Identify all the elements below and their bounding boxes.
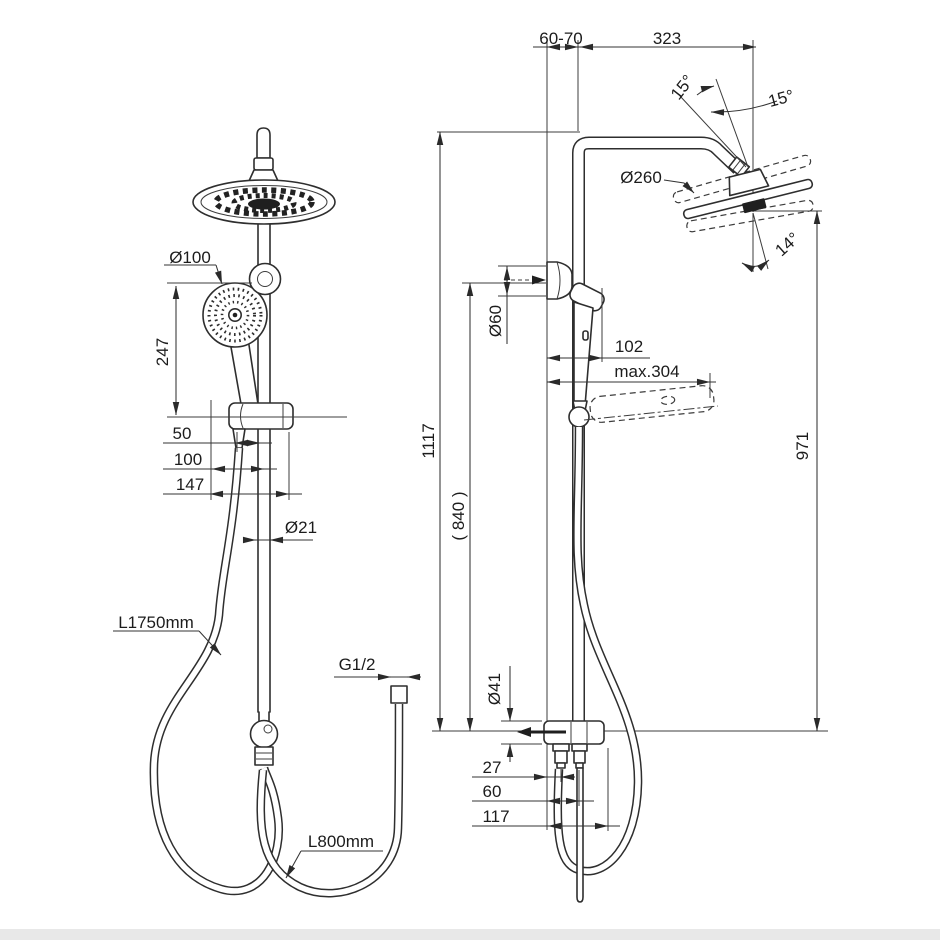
inlet-arrow-top (504, 275, 546, 285)
nozzle-ring-outer (207, 287, 263, 343)
swivel-arc-left (696, 85, 715, 96)
label-inlet-diameter: Ø41 (485, 673, 504, 705)
label-max-reach: max.304 (614, 362, 679, 381)
slider-block-detail (240, 403, 244, 429)
slider-block (228, 402, 294, 430)
label-handshower-reach: 102 (615, 337, 643, 356)
swivel-arc-right (710, 100, 778, 116)
label-inlet-offset-117: 117 (482, 807, 509, 826)
handshower-handle-side (573, 301, 594, 407)
long-hose-leader (198, 630, 222, 656)
wall-flange-detail (556, 261, 561, 300)
outlet-fitting-left (552, 743, 570, 769)
ball-joint (249, 719, 279, 749)
stub-ring (253, 157, 274, 171)
arm-nut (727, 156, 751, 178)
label-head-tilt: 14° (771, 229, 803, 260)
hose-cone (232, 428, 246, 449)
handshower-side (568, 282, 605, 428)
label-offset-147: 147 (176, 475, 204, 494)
overhead-shower-side (682, 178, 814, 220)
overhead-shower-front (192, 179, 336, 225)
long-hose (149, 447, 284, 896)
handle-button (582, 330, 589, 341)
label-total-height: 1117 (419, 423, 438, 458)
spray-texture-inner (231, 193, 297, 213)
rail-pipe-core (573, 138, 742, 722)
label-long-hose: L1750mm (118, 613, 194, 632)
g12-fitting (390, 685, 408, 704)
label-head-diameter: Ø260 (620, 168, 662, 187)
handshower-ghost-centerline (583, 405, 719, 421)
label-offset-50: 50 (173, 424, 192, 443)
handshower-pulled-ghost (589, 385, 715, 423)
side-hose-core (554, 426, 641, 874)
ball-joint-detail (263, 724, 273, 734)
long-hose-core (151, 447, 282, 894)
rail-pipe-outline (572, 136, 743, 722)
handshower-hub-dot (232, 312, 238, 318)
short-hose-leader (285, 850, 302, 879)
label-arm-swivel-left: 15° (667, 71, 698, 103)
nozzle-ring-inner (220, 300, 250, 330)
head-inner-rim (200, 185, 328, 219)
tilt-ref-angled (752, 212, 769, 270)
side-hose (553, 426, 643, 876)
label-rail-height: ( 840 ) (449, 491, 468, 540)
short-hose (256, 703, 404, 898)
head-pad (742, 198, 767, 214)
label-inlet-offset-60: 60 (483, 782, 502, 801)
spray-texture-outer (213, 187, 315, 217)
label-handshower-diameter: Ø100 (169, 248, 211, 267)
tilt-arc (741, 259, 770, 273)
label-pipe-diameter: Ø21 (285, 518, 317, 537)
holder-ring-inner (257, 271, 273, 287)
label-upper-height: 971 (793, 432, 812, 460)
label-arm-length: 323 (653, 29, 681, 48)
label-thread-size: G1/2 (339, 655, 376, 674)
swivel-ref-line-a (679, 95, 747, 168)
handle-ball-joint (568, 406, 590, 428)
label-inlet-offset-27: 27 (483, 758, 502, 777)
nozzle-ring-middle (214, 294, 256, 336)
side-view: 60-70 323 15° 15° Ø260 14° Ø60 102 (419, 29, 828, 903)
outlet-fitting-right (571, 743, 588, 769)
rail-pipe (572, 136, 743, 722)
supply-tube (576, 767, 584, 903)
holder-ring (248, 262, 282, 296)
label-wall-offset: 60-70 (539, 29, 582, 48)
head-tilt-down-ghost (686, 199, 814, 233)
swivel-ref-line-b (715, 78, 749, 168)
front-view: Ø100 247 50 100 147 Ø21 L1750mm G1/2 (113, 127, 421, 898)
spray-center (248, 198, 280, 210)
top-stub (256, 127, 271, 159)
footer-band (0, 929, 940, 940)
dia260-leader (663, 179, 695, 194)
label-offset-100: 100 (174, 450, 202, 469)
head-attachment (728, 168, 770, 197)
handshower-front (202, 282, 268, 348)
label-short-hose: L800mm (308, 832, 374, 851)
square-fitting (254, 746, 274, 766)
inlet-arrow-bottom (517, 727, 566, 737)
short-hose-outline (256, 703, 404, 898)
dia100-leader-arrow (214, 264, 223, 285)
label-arm-swivel-right: 15° (766, 86, 796, 111)
short-hose-core (257, 703, 402, 896)
label-holder-height: 247 (153, 338, 172, 366)
label-bracket-diameter: Ø60 (486, 305, 505, 337)
